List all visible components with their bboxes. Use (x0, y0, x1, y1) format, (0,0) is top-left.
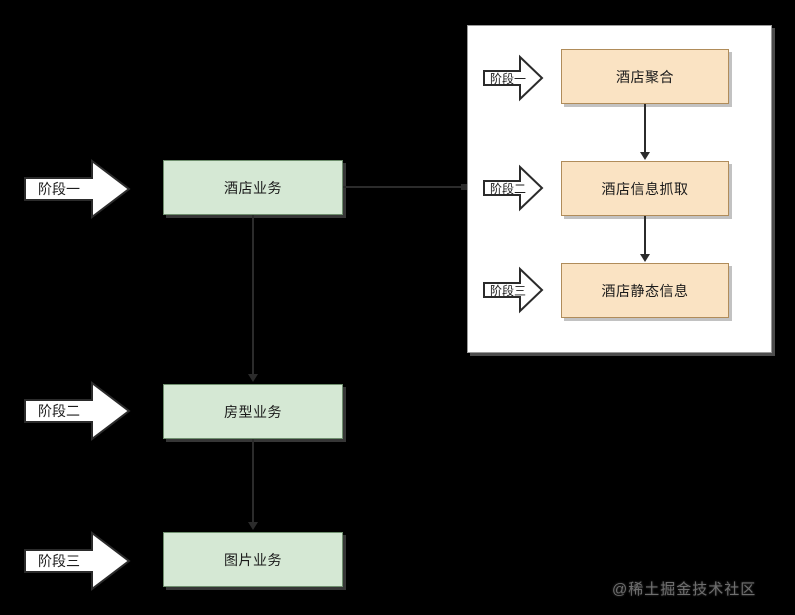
process-box-image-business[interactable]: 图片业务 (163, 532, 343, 587)
connector-hotel-to-panel-endpoint (461, 184, 467, 190)
connector-crawl-to-static (644, 216, 646, 255)
process-box-hotel-aggregation-label: 酒店聚合 (616, 68, 674, 85)
process-box-roomtype-business-label: 房型业务 (224, 403, 282, 420)
process-box-hotel-info-crawl[interactable]: 酒店信息抓取 (561, 161, 729, 216)
connector-aggregation-to-crawl (644, 104, 646, 153)
connector-roomtype-to-image-arrowhead (248, 522, 258, 530)
stage-arrow-left-1: 阶段一 (22, 158, 132, 220)
stage-arrow-left-2: 阶段二 (22, 380, 132, 442)
watermark: @稀土掘金技术社区 (612, 578, 756, 599)
process-box-hotel-static-info[interactable]: 酒店静态信息 (561, 263, 729, 318)
stage-arrow-right-2: 阶段二 (482, 164, 544, 212)
watermark-text: @稀土掘金技术社区 (612, 581, 757, 598)
stage-arrow-right-1: 阶段一 (482, 54, 544, 102)
connector-roomtype-to-image (252, 439, 254, 523)
process-box-image-business-label: 图片业务 (224, 551, 282, 568)
process-box-hotel-info-crawl-label: 酒店信息抓取 (601, 180, 689, 197)
connector-hotel-to-panel (343, 186, 467, 188)
stage-arrow-left-3: 阶段三 (22, 530, 132, 592)
process-box-hotel-business-label: 酒店业务 (224, 179, 282, 196)
process-box-hotel-aggregation[interactable]: 酒店聚合 (561, 49, 729, 104)
process-box-hotel-static-info-label: 酒店静态信息 (601, 282, 689, 299)
connector-crawl-to-static-arrowhead (640, 254, 650, 262)
stage-arrow-right-3: 阶段三 (482, 266, 544, 314)
connector-hotel-to-roomtype (252, 215, 254, 375)
process-box-roomtype-business[interactable]: 房型业务 (163, 384, 343, 439)
connector-hotel-to-roomtype-arrowhead (248, 374, 258, 382)
process-box-hotel-business[interactable]: 酒店业务 (163, 160, 343, 215)
connector-aggregation-to-crawl-arrowhead (640, 152, 650, 160)
